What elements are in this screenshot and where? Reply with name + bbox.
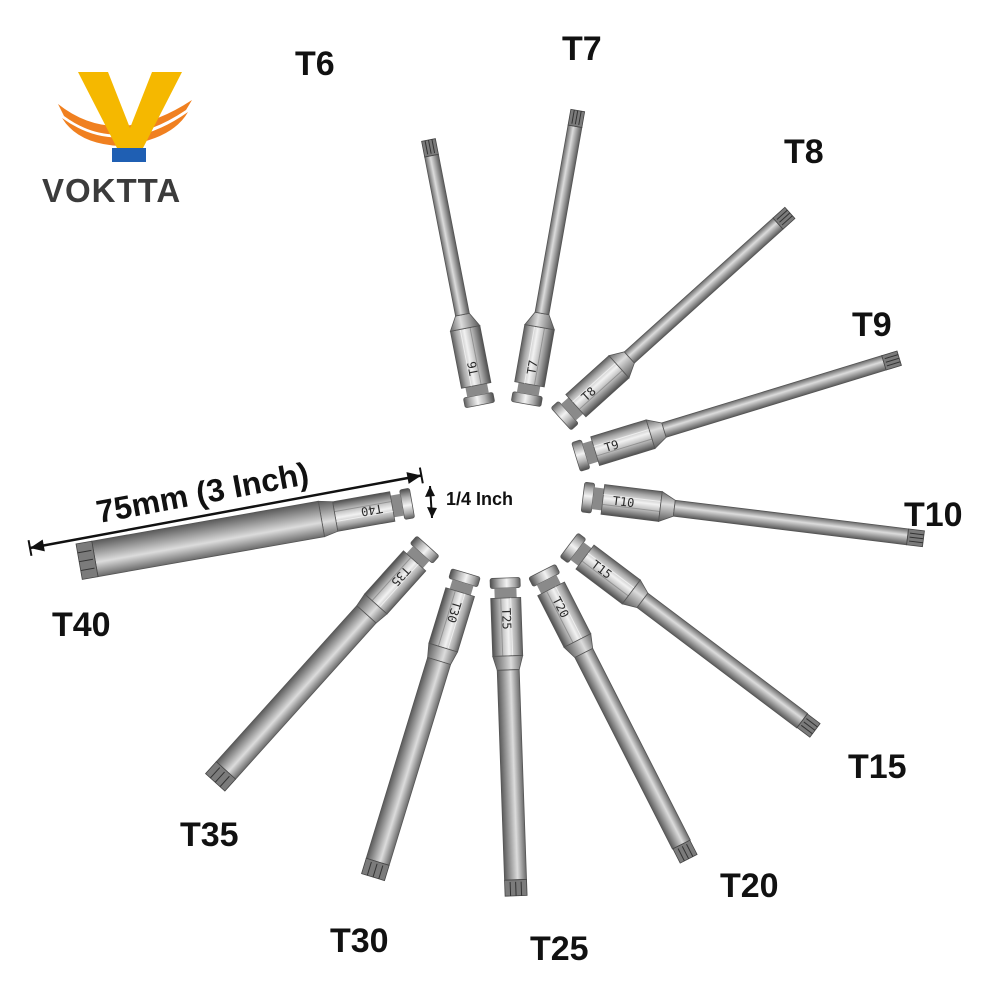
bit-stamp: T40 (360, 501, 384, 519)
torx-tip-icon (421, 138, 439, 158)
torx-tip-icon (361, 857, 390, 882)
bit-t10: T10 (581, 481, 925, 548)
label-t30: T30 (330, 922, 389, 960)
bit-t9: T9 (571, 350, 902, 472)
label-t8: T8 (784, 133, 824, 171)
bit-shaft (365, 656, 452, 866)
logo-arc-icon (62, 112, 188, 146)
label-t35: T35 (180, 816, 239, 854)
bit-shaft (534, 124, 583, 316)
label-t9: T9 (852, 306, 892, 344)
bit-t30: T30 (361, 568, 481, 882)
hex-shank (514, 324, 555, 388)
bit-shaft (574, 647, 691, 850)
bit-t20: T20 (528, 564, 698, 864)
logo-base-icon (112, 148, 146, 162)
brand-name: VOKTTA (42, 172, 181, 209)
torx-tip-icon (567, 108, 586, 128)
bit-t8: T8 (551, 206, 796, 430)
torx-tip-icon (796, 713, 821, 738)
label-t15: T15 (848, 748, 907, 786)
bit-stamp: T7 (524, 359, 540, 376)
hex-dimension: 1/4 Inch (425, 485, 513, 519)
bit-stamp: T10 (612, 494, 635, 511)
bit-shaft (496, 669, 527, 881)
label-t6: T6 (295, 45, 335, 83)
label-t40: T40 (52, 606, 111, 644)
label-t25: T25 (530, 930, 589, 968)
bit-stamp: T6 (465, 360, 482, 377)
bit-shaft (623, 217, 784, 364)
hex-size-label: 1/4 Inch (446, 489, 513, 509)
torx-tip-icon (504, 879, 528, 897)
bit-stamp: T9 (603, 437, 621, 455)
bit-shaft (672, 499, 909, 546)
bit-shaft (215, 605, 377, 780)
bit-t7: T7 (511, 108, 586, 407)
hex-shank (449, 325, 492, 389)
bit-stamp: T25 (499, 608, 514, 630)
torx-tip-icon (772, 206, 796, 230)
torx-tip-icon (672, 839, 698, 864)
bit-t25: T25 (489, 577, 528, 897)
bit-shaft (424, 153, 470, 317)
label-t20: T20 (720, 867, 779, 905)
torx-tip-icon (906, 528, 925, 548)
bit-t6: T6 (421, 138, 495, 408)
hex-shank (590, 419, 656, 466)
label-t7: T7 (562, 30, 602, 68)
bit-shaft (661, 355, 887, 438)
torx-tip-icon (881, 350, 902, 371)
bit-stamp: T30 (444, 600, 464, 625)
brand-logo: VOKTTA (42, 72, 192, 209)
bit-t15: T15 (560, 533, 821, 738)
torx-tip-icon (75, 540, 99, 580)
torx-tip-icon (204, 761, 237, 792)
bit-t40: T40 (75, 488, 415, 580)
label-t10: T10 (904, 496, 963, 534)
bit-t35: T35 (204, 536, 439, 792)
logo-v-icon (78, 72, 182, 150)
bit-shaft (636, 592, 809, 729)
